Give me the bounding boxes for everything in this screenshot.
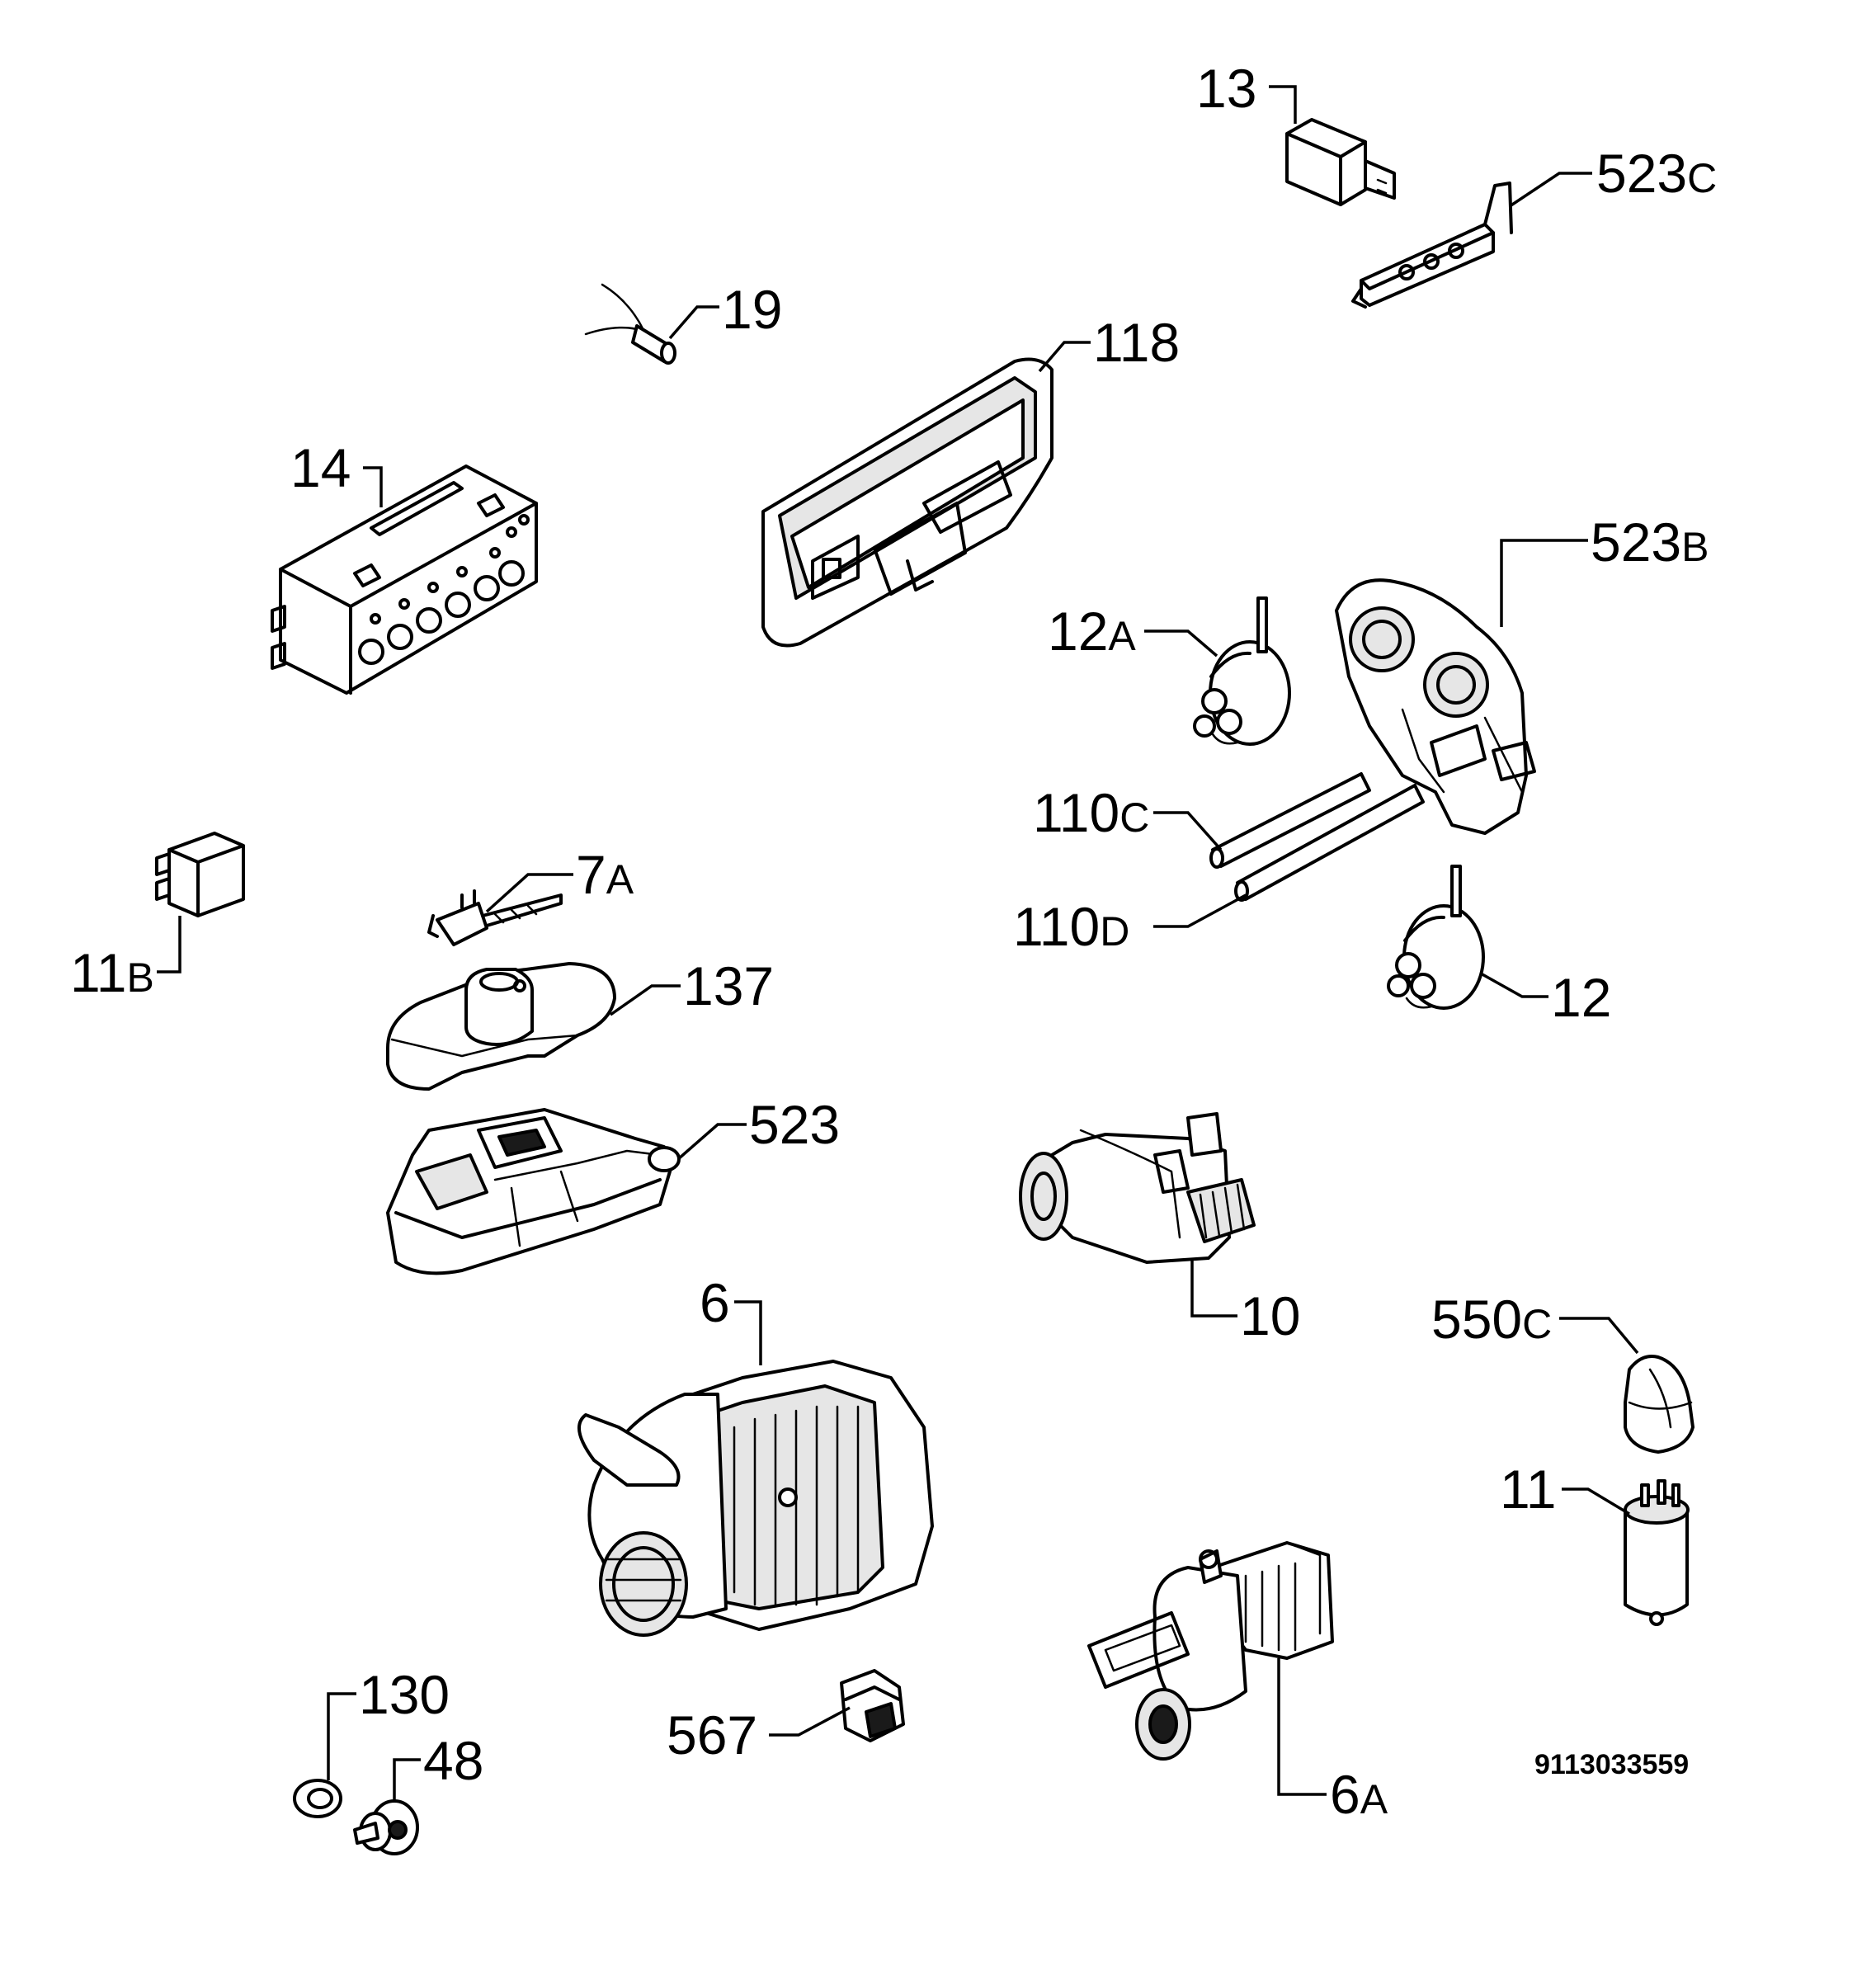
callout-11b: 11B (70, 942, 154, 1003)
part-10-heater (1019, 1112, 1256, 1264)
part-523b-bracket (1335, 578, 1536, 835)
leader-19 (668, 305, 719, 340)
part-13-switch (1285, 118, 1396, 206)
leader-12a (1144, 629, 1218, 658)
leader-6 (734, 1300, 762, 1365)
callout-118: 118 (1093, 312, 1180, 373)
part-130-seal-ring (293, 1779, 342, 1818)
callout-6a: 6A (1330, 1764, 1388, 1825)
callout-110c: 110C (1033, 782, 1149, 843)
leader-6a (1277, 1658, 1327, 1796)
part-12a-pressure-switch (1193, 596, 1291, 746)
callout-550c: 550C (1431, 1289, 1552, 1350)
callout-7a: 7A (576, 844, 634, 905)
part-118-module (761, 357, 1053, 648)
part-11b-relay (155, 832, 245, 917)
callout-48: 48 (423, 1730, 483, 1791)
leader-110c (1153, 811, 1223, 851)
part-110d-hose (1234, 784, 1425, 902)
leader-130 (327, 1692, 356, 1780)
leader-110d (1153, 893, 1247, 928)
part-567-clip (840, 1669, 905, 1742)
leader-11b (157, 916, 181, 974)
part-14-control-board (271, 464, 538, 695)
leader-118 (1038, 341, 1091, 373)
part-11-capacitor (1624, 1479, 1690, 1626)
part-12-pressure-switch (1387, 865, 1485, 1010)
leader-12 (1480, 972, 1548, 998)
leader-523c (1509, 172, 1592, 208)
callout-10: 10 (1240, 1285, 1300, 1346)
part-6-circulation-pump (577, 1360, 934, 1637)
leader-523 (676, 1123, 747, 1161)
callout-13: 13 (1196, 58, 1256, 119)
part-523-base-tray (386, 1108, 681, 1275)
leader-7a (485, 873, 573, 913)
leader-10 (1190, 1258, 1237, 1318)
callout-19: 19 (722, 279, 782, 340)
leader-567 (769, 1706, 851, 1737)
leader-48 (393, 1758, 421, 1803)
callout-523c: 523C (1596, 143, 1717, 204)
callout-130: 130 (359, 1664, 450, 1725)
callout-523: 523 (749, 1094, 840, 1155)
part-110c-hose (1209, 772, 1371, 869)
leader-523b (1500, 539, 1588, 627)
callout-14: 14 (290, 437, 351, 498)
callout-523b: 523B (1591, 512, 1709, 573)
part-19-sensor (584, 283, 676, 365)
callout-12a: 12A (1048, 601, 1136, 662)
part-523c-bracket (1351, 182, 1513, 309)
leader-14 (363, 466, 383, 507)
part-7a-level-sensor (427, 889, 563, 946)
part-550c-cap (1624, 1355, 1695, 1454)
leader-11 (1562, 1487, 1630, 1516)
callout-11: 11 (1500, 1459, 1557, 1520)
callout-137: 137 (683, 955, 774, 1016)
callout-110d: 110D (1013, 896, 1129, 957)
leader-137 (609, 984, 681, 1016)
leader-13 (1269, 85, 1297, 124)
part-137-float-cover (386, 962, 616, 1091)
leader-lines (157, 85, 1639, 1803)
drawing-code: 9113033559 (1534, 1749, 1689, 1780)
part-48-plug (353, 1799, 419, 1855)
leader-550c (1559, 1317, 1639, 1355)
callout-labels: 13 523C 19 118 14 523B 12A 110C 110D 7A … (70, 58, 1717, 1825)
callout-6: 6 (700, 1272, 730, 1333)
callout-12: 12 (1551, 967, 1611, 1028)
part-6a-drain-pump (1087, 1541, 1334, 1761)
callout-567: 567 (667, 1704, 757, 1766)
